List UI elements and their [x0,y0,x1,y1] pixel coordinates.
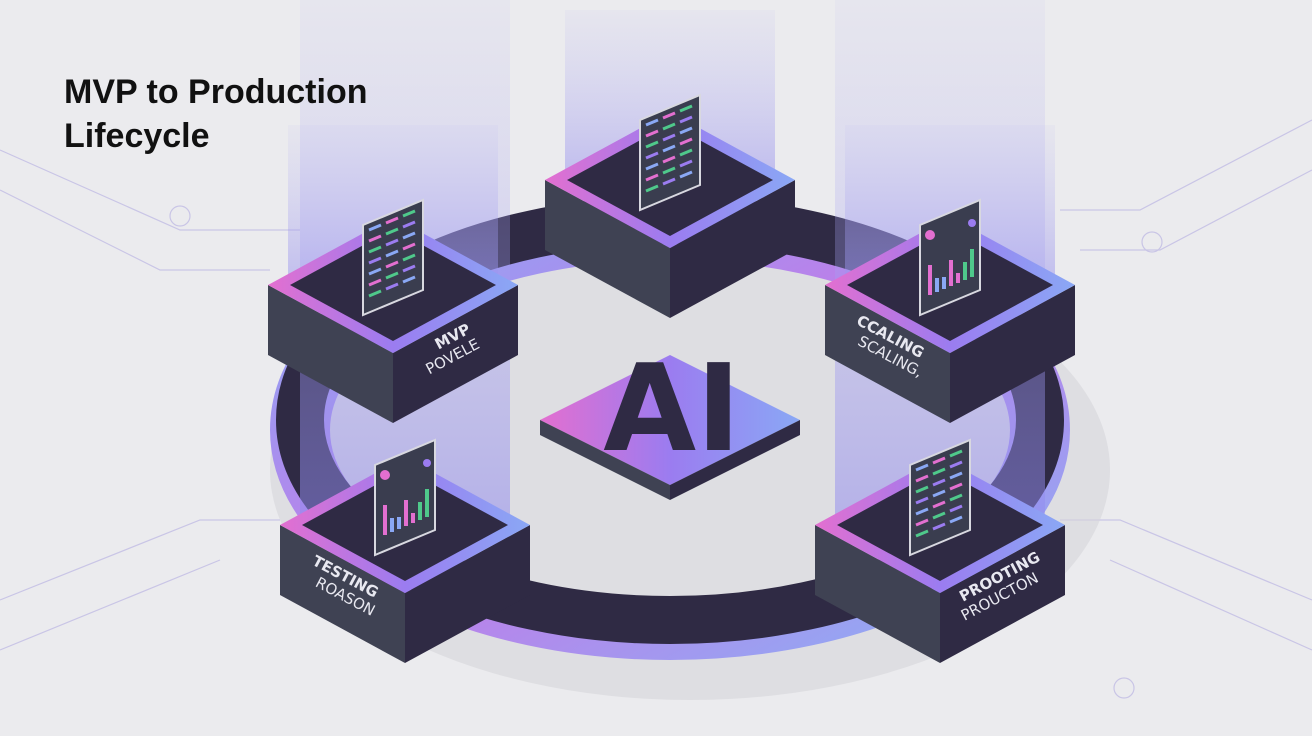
bar-chart-icon [919,198,981,317]
block-left-face [268,285,393,423]
block-left-face [280,525,405,663]
bar-chart-icon [374,438,436,557]
title-line-1: MVP to Production [64,73,368,111]
block-left-face [545,180,670,318]
block-right-face [950,285,1075,423]
block-left-face [825,285,950,423]
ai-center-block: AI [540,340,800,500]
block-right-face [670,180,795,318]
circuit-lines [0,119,1312,699]
block-right-face [393,285,518,423]
ai-label: AI [603,340,741,479]
code-screen-icon [362,198,424,317]
block-right-face [405,525,530,663]
stage-node-deploy[interactable] [545,93,795,318]
title-line-2: Lifecycle [64,117,210,155]
block-left-face [815,525,940,663]
code-screen-icon [639,93,701,212]
block-right-face [940,525,1065,663]
code-screen-icon [909,438,971,557]
